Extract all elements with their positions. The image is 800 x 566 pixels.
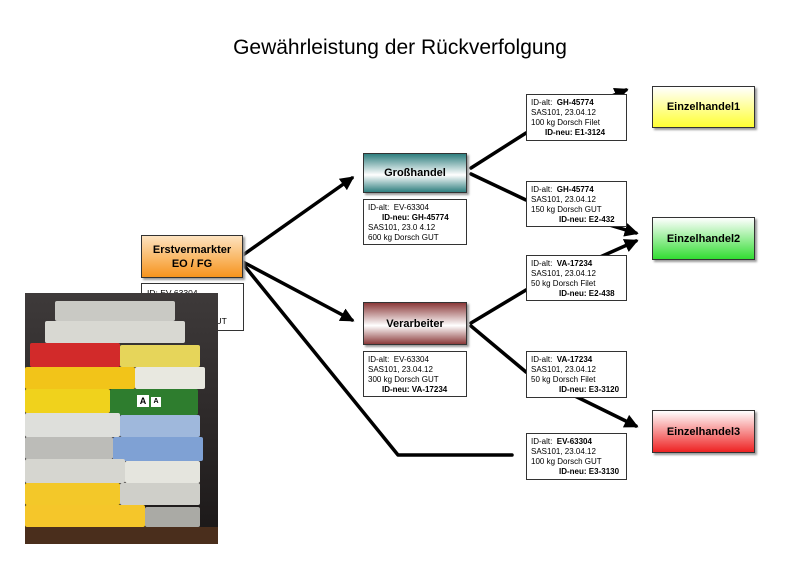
info-gh-e2: ID-alt: GH-45774 SAS101, 23.04.12 150 kg… xyxy=(526,181,627,227)
info-sas: SAS101, 23.04.12 xyxy=(531,269,596,278)
info-id-alt: ID-alt: VA-17234 xyxy=(531,259,593,268)
crate-label-b: A xyxy=(151,397,161,407)
node-einzelhandel3: Einzelhandel3 xyxy=(652,410,755,453)
node-erstvermarkter: Erstvermarkter EO / FG xyxy=(141,235,243,278)
info-weight: 50 kg Dorsch Filet xyxy=(531,375,596,384)
arrow-ev-einzelhandel3 xyxy=(241,262,514,457)
arrow-ev-verarbeiter xyxy=(241,260,355,322)
node-grosshandel: Großhandel xyxy=(363,153,467,193)
info-sas: SAS101, 23.04.12 xyxy=(368,365,433,374)
node-erstvermarkter-line1: Erstvermarkter xyxy=(152,243,232,256)
info-weight: 150 kg Dorsch GUT xyxy=(531,205,602,214)
info-verarbeiter: ID-alt: EV-63304 SAS101, 23.04.12 300 kg… xyxy=(363,351,467,397)
info-id-neu: ID-neu: GH-45774 xyxy=(382,213,449,222)
info-weight: 100 kg Dorsch GUT xyxy=(531,457,602,466)
node-verarbeiter-label: Verarbeiter xyxy=(386,317,444,330)
fish-crates-photo: A A xyxy=(25,293,218,544)
info-id-alt: ID-alt: GH-45774 xyxy=(531,185,594,194)
info-va-e2: ID-alt: VA-17234 SAS101, 23.04.12 50 kg … xyxy=(526,255,627,301)
info-ev-e3: ID-alt: EV-63304 SAS101, 23.04.12 100 kg… xyxy=(526,433,627,480)
info-id-neu: ID-neu: E3-3130 xyxy=(559,467,620,476)
info-sas: SAS101, 23.04.12 xyxy=(531,108,596,117)
info-sas: SAS101, 23.04.12 xyxy=(531,447,596,456)
info-id-alt: ID-alt: EV-63304 xyxy=(531,437,592,446)
info-id-alt: ID-alt: GH-45774 xyxy=(531,98,594,107)
info-id-neu: ID-neu: E2-432 xyxy=(559,215,615,224)
info-weight: 50 kg Dorsch Filet xyxy=(531,279,596,288)
info-grosshandel: ID-alt: EV-63304 ID-neu: GH-45774 SAS101… xyxy=(363,199,467,245)
info-id-neu: ID-neu: E1-3124 xyxy=(545,128,606,137)
info-weight: 600 kg Dorsch GUT xyxy=(368,233,439,242)
node-einzelhandel2: Einzelhandel2 xyxy=(652,217,755,260)
node-einzelhandel1-label: Einzelhandel1 xyxy=(666,101,741,113)
info-weight: 300 kg Dorsch GUT xyxy=(368,375,439,384)
arrow-ev-grosshandel xyxy=(241,176,355,257)
node-verarbeiter: Verarbeiter xyxy=(363,302,467,345)
info-id-alt: ID-alt: EV-63304 xyxy=(368,355,429,364)
node-einzelhandel2-label: Einzelhandel2 xyxy=(666,232,741,245)
node-einzelhandel1: Einzelhandel1 xyxy=(652,86,755,128)
diagram-title: Gewährleistung der Rückverfolgung xyxy=(233,36,567,59)
info-id-alt: ID-alt: EV-63304 xyxy=(368,203,429,212)
node-grosshandel-label: Großhandel xyxy=(384,167,446,179)
info-id-alt: ID-alt: VA-17234 xyxy=(531,355,593,364)
info-id-neu: ID-neu: E3-3120 xyxy=(559,385,620,394)
info-gh-e1: ID-alt: GH-45774 SAS101, 23.04.12 100 kg… xyxy=(526,94,627,141)
info-sas: SAS101, 23.04.12 xyxy=(531,195,596,204)
crate-label-a: A xyxy=(137,395,149,407)
info-va-e3: ID-alt: VA-17234 SAS101, 23.04.12 50 kg … xyxy=(526,351,627,398)
node-einzelhandel3-label: Einzelhandel3 xyxy=(666,425,741,438)
info-weight: 100 kg Dorsch Filet xyxy=(531,118,600,127)
info-id-neu: ID-neu: E2-438 xyxy=(559,289,615,298)
info-sas: SAS101, 23.0 4.12 xyxy=(368,223,436,232)
node-erstvermarkter-line2: EO / FG xyxy=(171,257,213,270)
info-sas: SAS101, 23.04.12 xyxy=(531,365,596,374)
info-id-neu: ID-neu: VA-17234 xyxy=(382,385,448,394)
